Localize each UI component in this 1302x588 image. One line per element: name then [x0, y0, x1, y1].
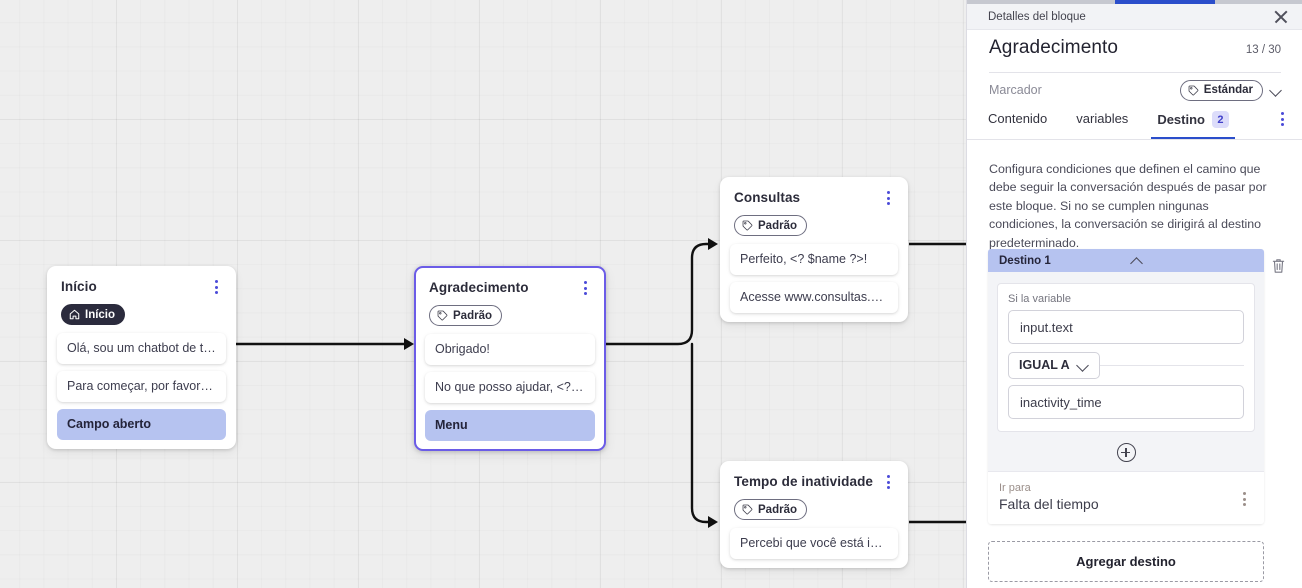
chevron-up-icon[interactable] — [1131, 254, 1256, 267]
node-message[interactable]: Percebi que você está inativo. C... — [730, 528, 898, 559]
node-message[interactable]: Obrigado! — [425, 334, 595, 365]
node-tag-badge: Padrão — [429, 305, 502, 326]
tab-label: Destino — [1157, 112, 1205, 127]
tag-icon — [742, 504, 753, 515]
tag-icon — [437, 310, 448, 321]
tag-icon — [742, 220, 753, 231]
destino-card-header[interactable]: Destino 1 — [988, 249, 1264, 272]
node-title: Tempo de inatividade — [734, 474, 874, 489]
close-icon[interactable] — [1272, 8, 1290, 26]
destino-card-title: Destino 1 — [999, 254, 1051, 267]
node-menu-button[interactable] — [880, 189, 896, 207]
comparison-field-value: inactivity_time — [1020, 394, 1102, 410]
node-header: Início Início — [48, 267, 235, 333]
node-message[interactable]: Olá, sou um chatbot de teste! — [57, 333, 226, 364]
tab-destino[interactable]: Destino 2 — [1151, 108, 1235, 139]
condition-card: Si la variable input.text IGUAL A inacti… — [997, 283, 1255, 432]
node-tag-badge: Padrão — [734, 499, 807, 520]
condition-label: Si la variable — [1008, 293, 1071, 305]
flow-node-agradecimento[interactable]: Agradecimento Padrão Obrigado! No que po… — [414, 266, 606, 451]
node-tag-label: Padrão — [758, 219, 797, 232]
trash-icon[interactable] — [1271, 257, 1286, 274]
goto-label: Ir para — [999, 482, 1031, 494]
tag-icon — [1188, 85, 1199, 96]
flow-node-consultas[interactable]: Consultas Padrão Perfeito, <? $name ?>! … — [720, 177, 908, 322]
node-message[interactable]: Para começar, por favor digite o ... — [57, 371, 226, 402]
node-tag-label: Padrão — [758, 503, 797, 516]
divider — [1008, 365, 1244, 366]
operator-row: IGUAL A — [1008, 350, 1244, 380]
block-details-panel: Detalles del bloque Agradecimento 13 / 3… — [966, 0, 1302, 588]
node-menu-button[interactable] — [880, 473, 896, 491]
char-counter: 13 / 30 — [1245, 44, 1281, 56]
variable-field[interactable]: input.text — [1008, 310, 1244, 344]
node-tag-badge: Início — [61, 304, 126, 325]
node-title: Consultas — [734, 190, 801, 205]
node-tag-label: Padrão — [453, 309, 492, 322]
add-destination-button[interactable]: Agregar destino — [988, 541, 1264, 582]
destino-description: Configura condiciones que definen el cam… — [989, 162, 1267, 250]
node-message[interactable]: Campo aberto — [57, 409, 226, 440]
node-messages: Olá, sou um chatbot de teste! Para começ… — [48, 333, 235, 440]
kebab-menu-icon[interactable] — [1236, 490, 1252, 508]
tab-count-badge: 2 — [1211, 111, 1229, 128]
panel-tabs: Contenido variables Destino 2 — [967, 108, 1302, 140]
marker-row: Marcador Estándar — [967, 79, 1302, 101]
connector-layer — [236, 238, 966, 528]
panel-body: Configura condiciones que definen el cam… — [967, 141, 1302, 588]
flow-canvas[interactable]: Início Início Olá, sou um chatbot de tes… — [0, 0, 966, 588]
flow-node-inicio[interactable]: Início Início Olá, sou um chatbot de tes… — [47, 266, 236, 449]
panel-header: Detalles del bloque — [967, 4, 1302, 30]
plus-icon[interactable] — [1116, 443, 1136, 462]
scrollbar-thumb[interactable] — [1115, 0, 1215, 4]
block-title-row: Agradecimento 13 / 30 — [967, 37, 1302, 59]
node-tag-badge: Padrão — [734, 215, 807, 236]
tab-label: variables — [1076, 111, 1129, 126]
panel-header-title: Detalles del bloque — [988, 10, 1086, 23]
node-title: Agradecimento — [429, 280, 529, 295]
tab-variables[interactable]: variables — [1076, 108, 1128, 136]
destino-card: Destino 1 Si la variable input.text IGUA… — [988, 249, 1285, 524]
node-messages: Obrigado! No que posso ajudar, <? $name … — [416, 334, 604, 441]
variable-field-value: input.text — [1020, 319, 1073, 335]
panel-scrollbar[interactable] — [967, 0, 1302, 4]
operator-select[interactable]: IGUAL A — [1008, 351, 1100, 379]
node-header: Agradecimento Padrão — [416, 268, 604, 334]
kebab-menu-icon[interactable] — [1274, 110, 1290, 128]
operator-label: IGUAL A — [1019, 358, 1070, 372]
comparison-field[interactable]: inactivity_time — [1008, 385, 1244, 419]
marker-value-badge[interactable]: Estándar — [1179, 79, 1263, 101]
divider — [989, 72, 1281, 73]
marker-label: Marcador — [989, 83, 1042, 97]
node-tag-label: Início — [85, 308, 116, 321]
chevron-down-icon[interactable] — [1270, 84, 1283, 97]
goto-card[interactable]: Ir para Falta del tiempo — [988, 471, 1264, 524]
node-message[interactable]: Menu — [425, 410, 595, 441]
node-message[interactable]: Perfeito, <? $name ?>! — [730, 244, 898, 275]
tab-label: Contenido — [988, 111, 1048, 126]
chevron-down-icon — [1077, 359, 1090, 372]
node-message[interactable]: Acesse www.consultas.com par... — [730, 282, 898, 313]
node-messages: Percebi que você está inativo. C... — [721, 528, 907, 559]
marker-value-label: Estándar — [1203, 84, 1253, 96]
tab-contenido[interactable]: Contenido — [988, 108, 1047, 136]
home-icon — [69, 309, 80, 320]
node-header: Consultas Padrão — [721, 178, 907, 244]
node-menu-button[interactable] — [208, 278, 224, 296]
node-messages: Perfeito, <? $name ?>! Acesse www.consul… — [721, 244, 907, 313]
flow-node-inatividade[interactable]: Tempo de inatividade Padrão Percebi que … — [720, 461, 908, 568]
node-menu-button[interactable] — [577, 279, 593, 297]
node-title: Início — [61, 279, 97, 294]
page-title: Agradecimento — [989, 37, 1119, 58]
node-message[interactable]: No que posso ajudar, <? $name ... — [425, 372, 595, 403]
add-condition-row — [988, 432, 1264, 471]
add-destination-label: Agregar destino — [1076, 554, 1176, 569]
node-header: Tempo de inatividade Padrão — [721, 462, 907, 528]
goto-value: Falta del tiempo — [999, 496, 1099, 512]
